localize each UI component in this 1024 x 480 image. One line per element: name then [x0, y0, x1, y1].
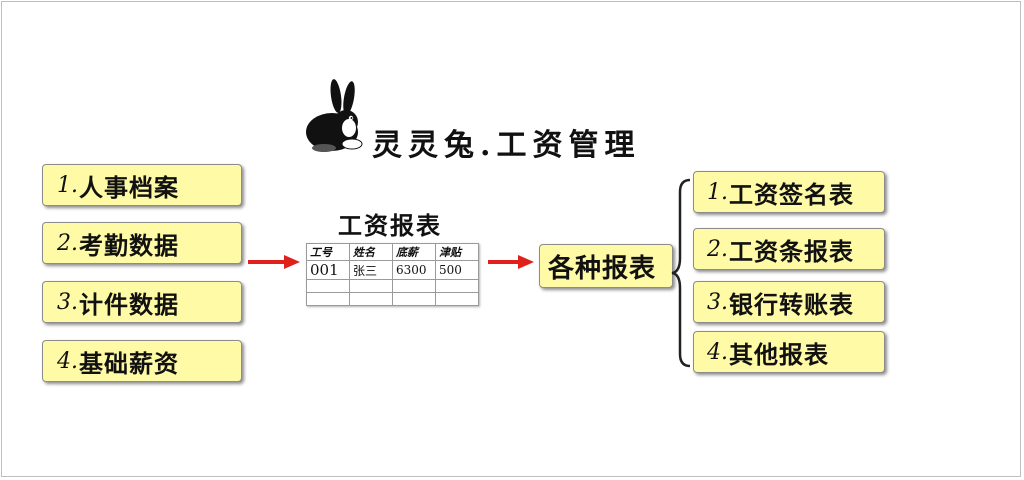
output-label: 工资签名表 [729, 175, 854, 210]
output-box-signature-sheet: 1. 工资签名表 [693, 171, 885, 213]
column-header: 底薪 [393, 244, 436, 261]
table-cell: 张三 [350, 261, 393, 280]
input-number: 3. [57, 290, 78, 315]
table-cell: 001 [307, 261, 350, 280]
output-label: 银行转账表 [729, 285, 854, 320]
output-number: 3. [707, 290, 728, 315]
table-header-row: 工号 姓名 底薪 津贴 [307, 244, 479, 261]
table-row [307, 280, 479, 293]
table-cell [436, 293, 479, 306]
output-label: 其他报表 [729, 335, 829, 370]
input-number: 1. [57, 173, 78, 198]
input-label: 基础薪资 [79, 344, 179, 379]
table-cell [393, 280, 436, 293]
output-number: 4. [707, 340, 728, 365]
column-header: 姓名 [350, 244, 393, 261]
table-cell [307, 280, 350, 293]
table-cell [393, 293, 436, 306]
table-cell: 6300 [393, 261, 436, 280]
salary-report-table: 工号 姓名 底薪 津贴 001 张三 6300 500 [306, 243, 479, 306]
rabbit-logo-icon [302, 78, 366, 156]
brand-title: 灵灵兔.工资管理 [372, 120, 640, 164]
table-cell [350, 293, 393, 306]
input-number: 4. [57, 349, 78, 374]
column-header: 津贴 [436, 244, 479, 261]
output-label: 工资条报表 [729, 232, 854, 267]
table-row [307, 293, 479, 306]
input-box-base-salary: 4. 基础薪资 [42, 340, 242, 382]
input-label: 人事档案 [79, 168, 179, 203]
various-reports-label: 各种报表 [548, 248, 656, 285]
arrow-to-reports [488, 254, 534, 270]
input-label: 计件数据 [79, 285, 179, 320]
curly-brace-icon [670, 178, 694, 368]
output-number: 2. [707, 237, 728, 262]
input-label: 考勤数据 [79, 226, 179, 261]
table-cell [307, 293, 350, 306]
various-reports-box: 各种报表 [539, 244, 673, 288]
column-header: 工号 [307, 244, 350, 261]
input-box-attendance: 2. 考勤数据 [42, 222, 242, 264]
output-number: 1. [707, 180, 728, 205]
output-box-other-reports: 4. 其他报表 [693, 331, 885, 373]
input-box-personnel: 1. 人事档案 [42, 164, 242, 206]
input-box-piecework: 3. 计件数据 [42, 281, 242, 323]
output-box-bank-transfer: 3. 银行转账表 [693, 281, 885, 323]
arrow-to-report [248, 254, 300, 270]
input-number: 2. [57, 231, 78, 256]
table-cell: 500 [436, 261, 479, 280]
output-box-payslip: 2. 工资条报表 [693, 228, 885, 270]
table-row: 001 张三 6300 500 [307, 261, 479, 280]
table-cell [350, 280, 393, 293]
salary-report-title: 工资报表 [338, 206, 442, 241]
table-cell [436, 280, 479, 293]
